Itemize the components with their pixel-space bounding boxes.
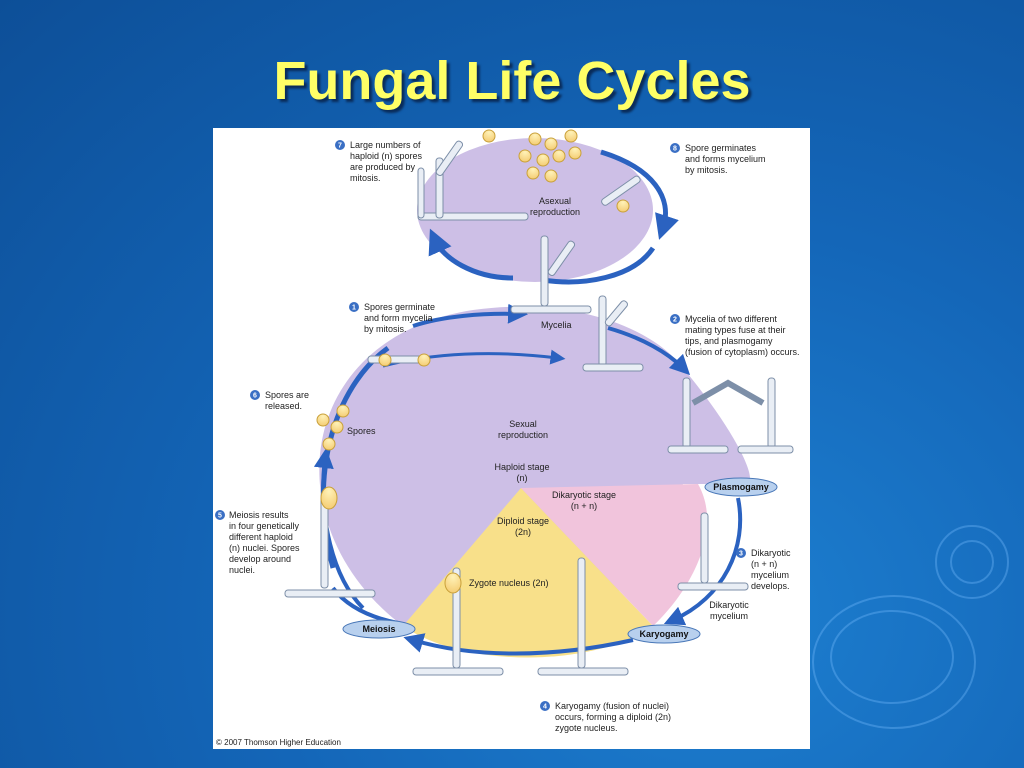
diploid-stage-label: (2n) [515,527,531,537]
slide-title: Fungal Life Cycles [273,51,751,111]
step4-line: zygote nucleus. [555,723,618,733]
svg-text:4: 4 [543,704,547,711]
step7-line: are produced by [350,162,416,172]
diploid-stage-label: Diploid stage [497,516,549,526]
plasmogamy-badge [704,477,778,497]
asexual-label: Asexual [539,196,571,206]
svg-text:5: 5 [218,513,222,520]
sexual-cycle-arrow-top [412,303,528,328]
dikaryotic-region [521,484,708,626]
zygote-nucleus-label: Zygote nucleus (2n) [469,578,549,588]
step1-line: and form mycelia [364,313,433,323]
hyphae-illustrations [284,140,794,676]
mycelia-label: Mycelia [541,320,572,330]
step5-line: in four genetically [229,521,300,531]
mycelia-to-plasmogamy-arrow [607,326,691,376]
step8-line: Spore germinates [685,143,757,153]
step5-line: Meiosis results [229,510,289,520]
haploid-stage-label: (n) [517,473,528,483]
step4-line: occurs, forming a diploid (2n) [555,712,671,722]
svg-text:2: 2 [673,317,677,324]
step3-line: Dikaryotic [751,548,791,558]
svg-text:7: 7 [338,143,342,150]
karyogamy-to-meiosis-arrow [403,633,634,656]
svg-text:8: 8 [673,146,677,153]
step6-line: Spores are [265,390,309,400]
meiosis-label: Meiosis [362,624,395,634]
step6-line: released. [265,401,302,411]
step3-line: (n + n) [751,559,777,569]
step7-line: Large numbers of [350,140,421,150]
meiosis-badge [342,619,416,639]
step8-line: by mitosis. [685,165,728,175]
life-cycle-diagram: 7 8 1 2 6 5 3 4 Large numbers of haploid… [215,129,800,747]
step5-line: (n) nuclei. Spores [229,543,300,553]
karyogamy-label: Karyogamy [639,629,688,639]
haploid-stage-label: Haploid stage [494,462,549,472]
step3-line: develops. [751,581,790,591]
asexual-region [417,138,653,282]
spore-cluster-asexual [482,129,630,213]
spore-cluster-sexual [316,353,462,594]
life-cycle-figure: 7 8 1 2 6 5 3 4 Large numbers of haploid… [213,128,810,749]
step5-line: nuclei. [229,565,255,575]
asexual-label: reproduction [530,207,580,217]
step4-line: Karyogamy (fusion of nuclei) [555,701,669,711]
svg-text:1: 1 [352,305,356,312]
spores-label: Spores [347,426,376,436]
karyogamy-badge [627,624,701,644]
plasmogamy-to-karyogamy-arrow [663,497,743,626]
copyright-notice: © 2007 Thomson Higher Education [216,738,341,747]
diploid-region [403,488,653,658]
step-markers [215,140,746,711]
step2-line: Mycelia of two different [685,314,777,324]
asexual-cycle-arrow-3 [428,228,514,281]
step1-line: Spores germinate [364,302,435,312]
step8-line: and forms mycelium [685,154,766,164]
step1-line: by mitosis. [364,324,407,334]
step2-line: mating types fuse at their [685,325,786,335]
step2-line: (fusion of cytoplasm) occurs. [685,347,800,357]
step-numbers: 7 8 1 2 6 5 3 4 [218,143,743,711]
plasmogamy-label: Plasmogamy [713,482,769,492]
asexual-cycle-arrow [600,149,679,240]
dikaryotic-mycelium-label: mycelium [710,611,748,621]
dikaryotic-mycelium-label: Dikaryotic [709,600,749,610]
dikaryotic-stage-label: (n + n) [571,501,597,511]
asexual-cycle-arrow-2 [542,246,656,285]
step5-line: develop around [229,554,291,564]
svg-text:6: 6 [253,393,257,400]
step2-line: tips, and plasmogamy [685,336,773,346]
sexual-label: reproduction [498,430,548,440]
svg-text:3: 3 [739,551,743,558]
dikaryotic-stage-label: Dikaryotic stage [552,490,616,500]
sexual-label: Sexual [509,419,537,429]
step7-line: haploid (n) spores [350,151,423,161]
step7-line: mitosis. [350,173,381,183]
step3-line: mycelium [751,570,789,580]
step5-line: different haploid [229,532,293,542]
